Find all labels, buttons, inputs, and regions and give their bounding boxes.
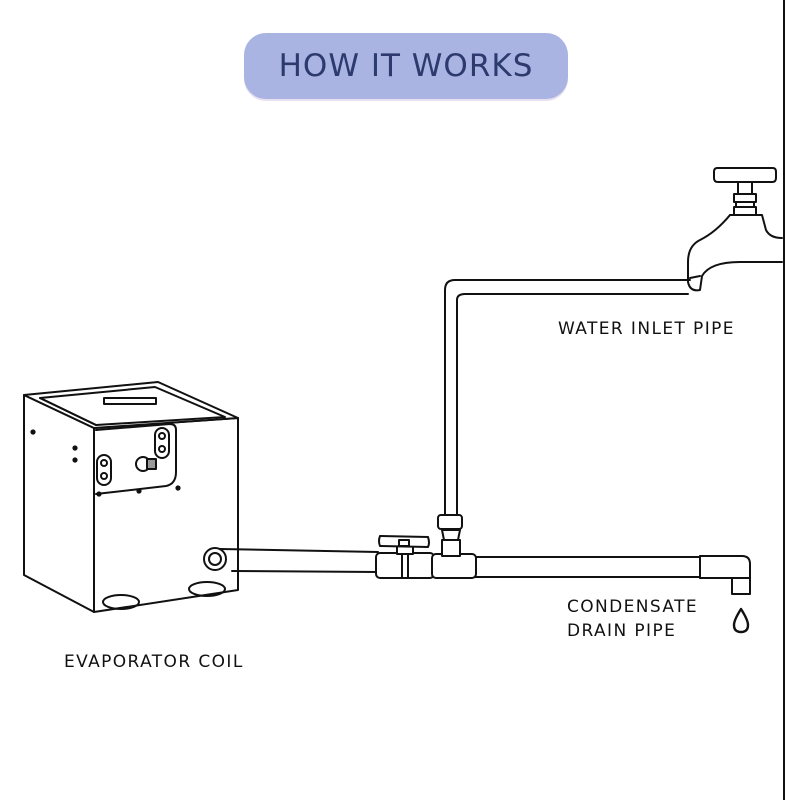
drain-elbow-icon: [699, 555, 751, 595]
label-condensate: CONDENSATE: [567, 597, 699, 617]
label-drain-pipe: DRAIN PIPE: [567, 621, 677, 641]
label-evaporator-coil: EVAPORATOR COIL: [64, 652, 244, 672]
water-inlet-pipe: [444, 279, 691, 516]
title-pill: HOW IT WORKS: [244, 33, 568, 99]
label-condensate-drain-pipe: CONDENSATE DRAIN PIPE: [567, 595, 698, 643]
tee-fitting: [431, 514, 477, 579]
evaporator-coil-unit-icon: [23, 381, 239, 613]
page-title: HOW IT WORKS: [278, 48, 534, 84]
right-border-line: [783, 0, 785, 800]
water-drop-icon: [732, 607, 750, 634]
ball-valve-icon: [375, 535, 435, 579]
coil-drain-outlet: [203, 547, 227, 571]
label-water-inlet-pipe: WATER INLET PIPE: [558, 319, 735, 339]
condensate-drain-pipe: [219, 548, 701, 578]
faucet-icon: [687, 167, 783, 292]
